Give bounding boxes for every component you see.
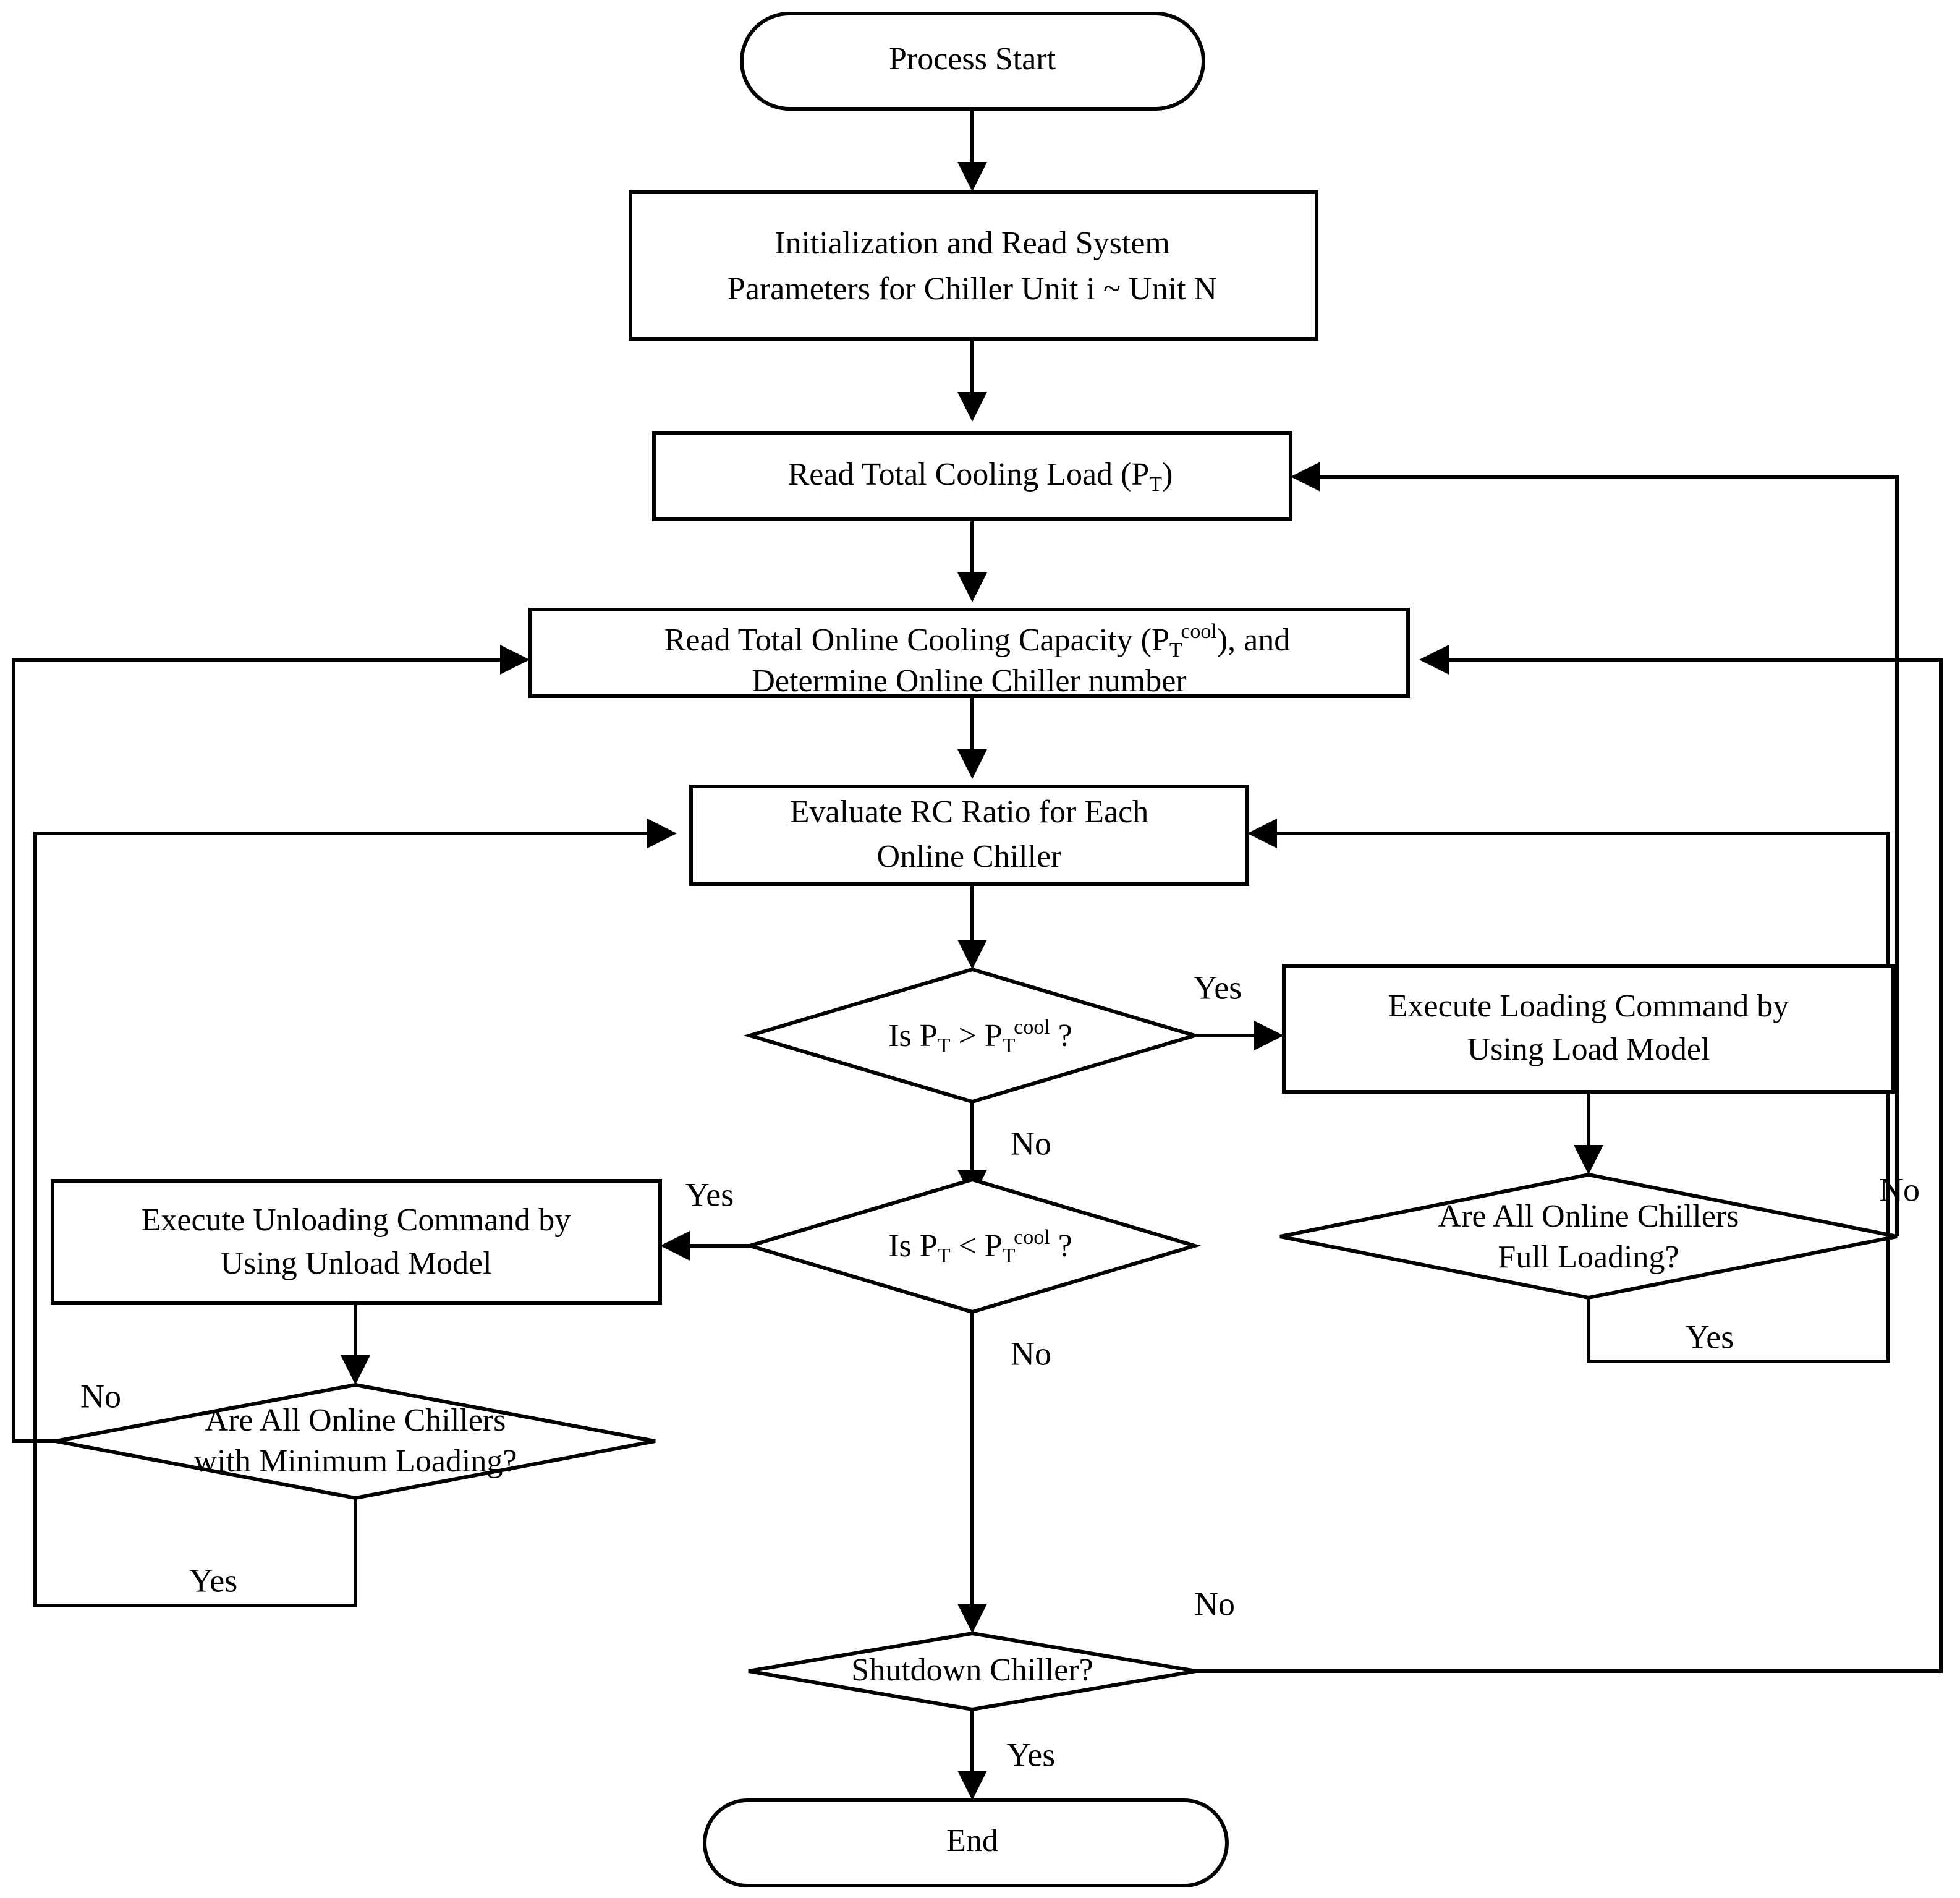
- node-evaluate-rc-line2: Online Chiller: [877, 839, 1062, 874]
- node-decision-load-less-label: Is PT < PTcool ?: [832, 1226, 1113, 1267]
- node-decision-full-loading-line1: Are All Online Chillers: [1438, 1199, 1739, 1234]
- edge-label-greater-no: No: [1011, 1125, 1051, 1162]
- node-process-start[interactable]: Process Start: [740, 12, 1205, 111]
- node-read-total-online-cooling-capacity[interactable]: Read Total Online Cooling Capacity (PTco…: [528, 608, 1410, 699]
- edge-label-shutdown-yes: Yes: [1007, 1736, 1056, 1773]
- node-read-capacity-line2: Determine Online Chiller number: [752, 663, 1186, 699]
- node-decision-load-greater-label: Is PT > PTcool ?: [832, 1016, 1113, 1057]
- edge-unloadcmd-to-minloading: [341, 1303, 370, 1385]
- edge-label-greater-yes: Yes: [1194, 969, 1242, 1006]
- node-read-capacity-line1: Read Total Online Cooling Capacity (PTco…: [608, 620, 1331, 662]
- edge-label-full-loading-no: No: [1879, 1171, 1920, 1208]
- node-initialization-line1: Initialization and Read System: [774, 226, 1170, 261]
- edge-start-to-init: [957, 109, 987, 192]
- node-decision-full-loading[interactable]: Are All Online Chillers Full Loading?: [1279, 1172, 1898, 1300]
- node-execute-loading-command[interactable]: Execute Loading Command by Using Load Mo…: [1282, 964, 1895, 1094]
- edge-label-less-no: No: [1011, 1335, 1051, 1372]
- edge-shutdown-no-loop: [1196, 645, 1943, 1673]
- node-initialization-line2: Parameters for Chiller Unit i ~ Unit N: [728, 271, 1217, 307]
- node-execute-loading-line1: Execute Loading Command by: [1388, 989, 1789, 1024]
- node-initialization[interactable]: Initialization and Read System Parameter…: [629, 190, 1318, 341]
- edge-loadcmd-to-fullloading: [1574, 1092, 1603, 1175]
- node-end[interactable]: End: [703, 1798, 1229, 1887]
- node-execute-unloading-line2: Using Unload Model: [220, 1246, 491, 1281]
- edge-minloading-no-loop: [12, 645, 530, 1443]
- edge-readcapacity-to-evaluaterc: [957, 696, 987, 779]
- node-execute-loading-line2: Using Load Model: [1467, 1032, 1710, 1067]
- edge-evaluaterc-to-cmpgreater: [957, 884, 987, 969]
- edge-fullloading-no-loop: [1291, 462, 1899, 1238]
- node-decision-load-less[interactable]: Is PT < PTcool ?: [743, 1177, 1202, 1314]
- edge-cmpless-no-to-shutdown: [957, 1312, 987, 1633]
- edge-init-to-readload: [957, 339, 987, 422]
- node-decision-minimum-loading[interactable]: Are All Online Chillers with Minimum Loa…: [55, 1382, 656, 1500]
- edge-label-min-loading-yes: Yes: [189, 1562, 238, 1599]
- node-read-total-cooling-load[interactable]: Read Total Cooling Load (PT): [652, 431, 1292, 521]
- edge-fullloading-yes-loop: [1247, 819, 1890, 1363]
- edge-cmpless-yes-to-unloadcmd: [660, 1231, 750, 1261]
- node-execute-unloading-command[interactable]: Execute Unloading Command by Using Unloa…: [51, 1179, 662, 1305]
- node-read-total-cooling-load-label: Read Total Cooling Load (PT): [732, 457, 1213, 496]
- node-decision-shutdown-chiller[interactable]: Shutdown Chiller?: [748, 1631, 1197, 1712]
- edge-shutdown-yes-to-end: [957, 1709, 987, 1800]
- node-decision-minimum-loading-line1: Are All Online Chillers: [205, 1403, 506, 1438]
- node-process-start-label: Process Start: [889, 41, 1056, 77]
- edge-readload-to-readcapacity: [957, 519, 987, 602]
- node-execute-unloading-line1: Execute Unloading Command by: [142, 1202, 571, 1238]
- node-decision-shutdown-chiller-label: Shutdown Chiller?: [851, 1653, 1093, 1688]
- edge-label-min-loading-no: No: [80, 1377, 121, 1415]
- node-decision-minimum-loading-line2: with Minimum Loading?: [194, 1444, 517, 1479]
- node-evaluate-rc-ratio[interactable]: Evaluate RC Ratio for Each Online Chille…: [689, 785, 1249, 886]
- edge-label-shutdown-no: No: [1194, 1585, 1235, 1622]
- edge-label-full-loading-yes: Yes: [1686, 1318, 1734, 1355]
- node-end-label: End: [946, 1823, 998, 1858]
- node-decision-load-greater[interactable]: Is PT > PTcool ?: [743, 967, 1202, 1104]
- edge-minloading-yes-loop: [33, 819, 677, 1607]
- node-evaluate-rc-line1: Evaluate RC Ratio for Each: [790, 794, 1148, 830]
- edge-cmpgreater-yes-to-loadcmd: [1195, 1021, 1284, 1050]
- edge-label-less-yes: Yes: [685, 1176, 734, 1213]
- node-decision-full-loading-line2: Full Loading?: [1498, 1240, 1679, 1275]
